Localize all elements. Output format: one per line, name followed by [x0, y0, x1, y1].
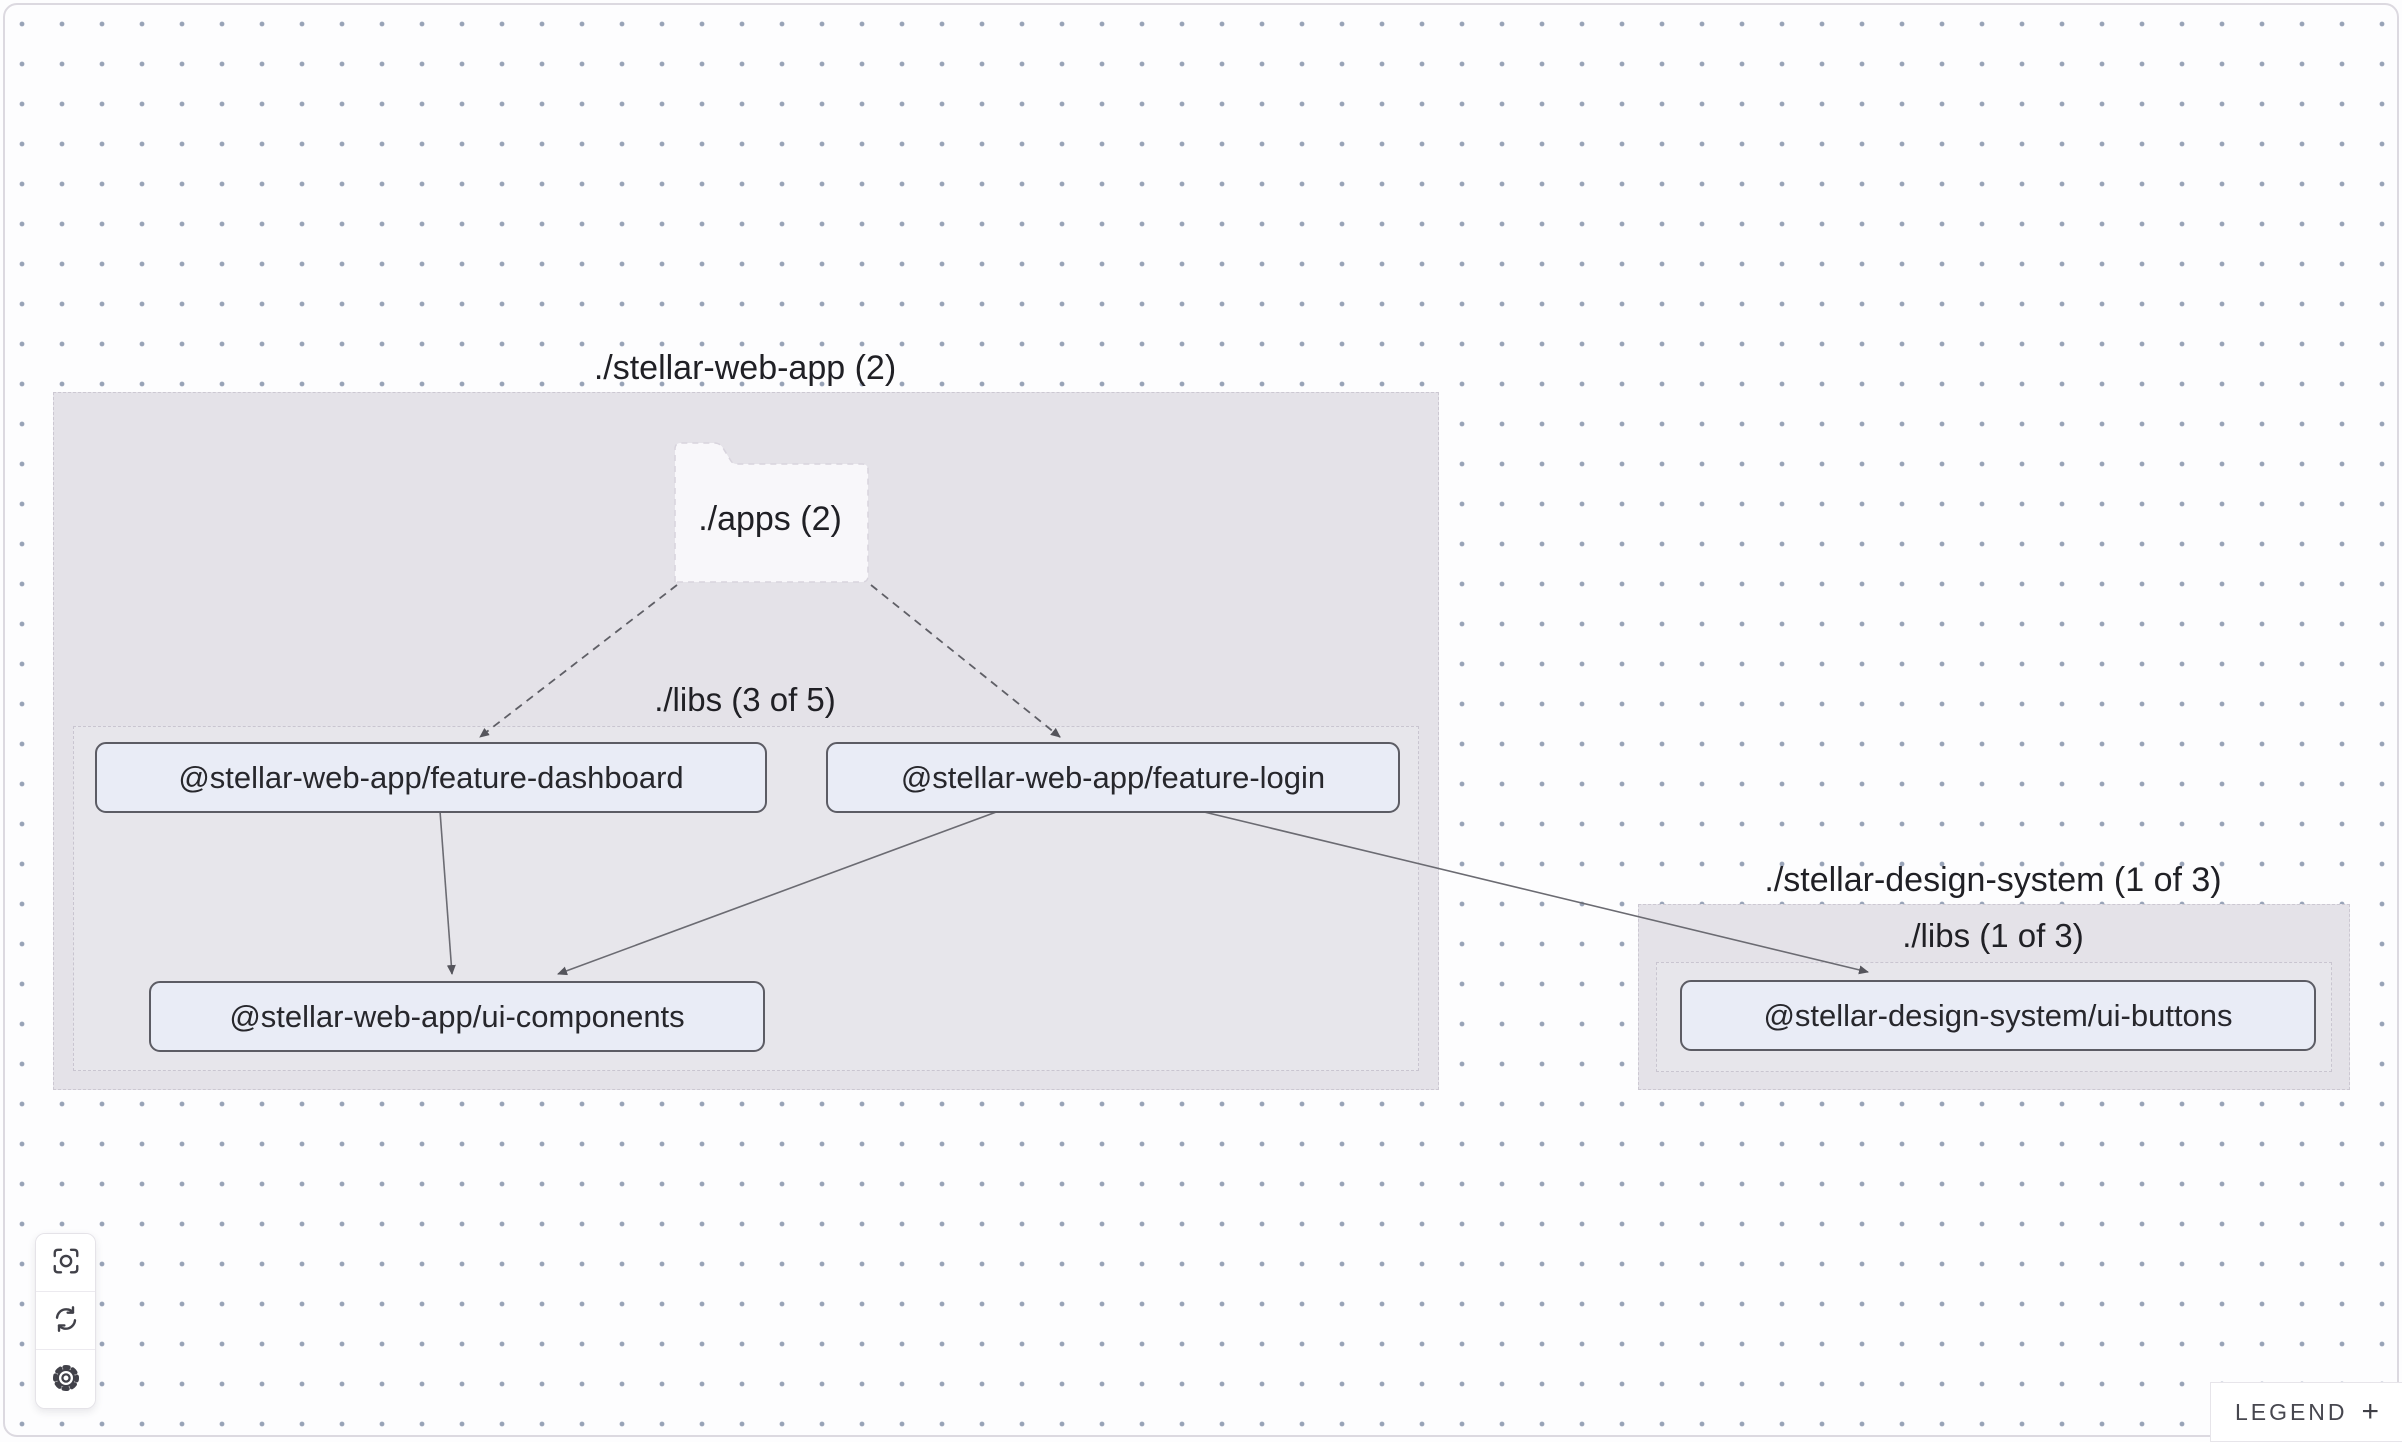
refresh-graph-button[interactable] [36, 1292, 95, 1350]
legend-button[interactable]: LEGEND + [2210, 1382, 2402, 1442]
refresh-icon [51, 1304, 81, 1337]
node-ui-buttons[interactable]: @stellar-design-system/ui-buttons [1680, 980, 2316, 1051]
graph-settings-button[interactable] [36, 1350, 95, 1408]
node-ui-components[interactable]: @stellar-web-app/ui-components [149, 981, 765, 1052]
node-feature-login[interactable]: @stellar-web-app/feature-login [826, 742, 1400, 813]
graph-toolbar [35, 1233, 96, 1409]
edge-feature-login-to-ui-buttons [1199, 810, 1869, 975]
focus-icon [51, 1246, 81, 1279]
center-graph-button[interactable] [36, 1234, 95, 1292]
edge-apps-to-feature-dashboard [479, 584, 678, 738]
plus-icon: + [2361, 1395, 2380, 1428]
group-label-stellar-design-system: ./stellar-design-system (1 of 3) [1764, 861, 2222, 899]
folder-label-apps[interactable]: ./apps (2) [698, 499, 842, 538]
edge-apps-to-feature-login [870, 584, 1061, 738]
subgroup-label-libs-design-system: ./libs (1 of 3) [1902, 917, 2084, 954]
folder-shape-apps[interactable] [674, 442, 869, 583]
legend-label: LEGEND [2234, 1398, 2348, 1425]
settings-icon [50, 1362, 82, 1397]
edge-feature-dashboard-to-ui-components [439, 810, 456, 975]
edge-feature-login-to-ui-components [557, 810, 1000, 976]
node-feature-dashboard[interactable]: @stellar-web-app/feature-dashboard [95, 742, 767, 813]
group-label-stellar-web-app: ./stellar-web-app (2) [593, 349, 897, 387]
subgroup-label-libs-web-app: ./libs (3 of 5) [654, 681, 836, 718]
